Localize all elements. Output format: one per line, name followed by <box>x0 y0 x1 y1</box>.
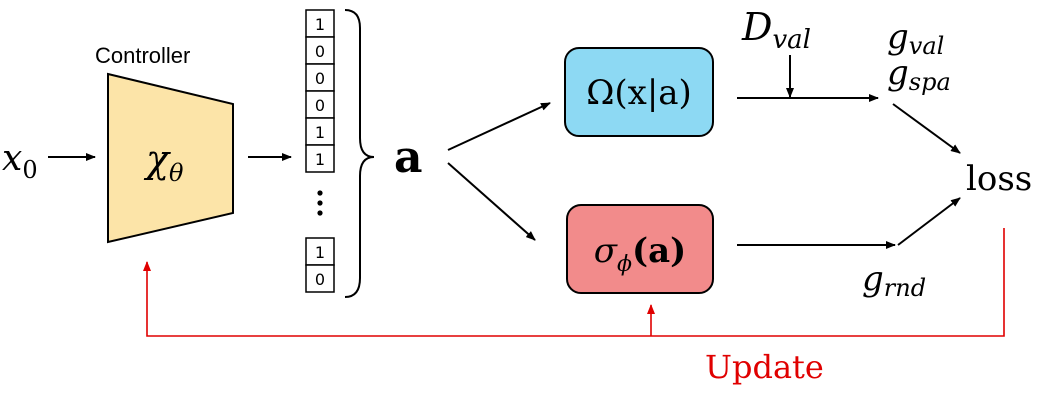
g-rnd-label: grnd <box>862 259 926 302</box>
action-label: a <box>394 132 423 183</box>
action-vector: 1 0 0 0 1 1 1 0 <box>305 9 335 293</box>
omega-label: Ω(x|a) <box>586 73 692 113</box>
update-label: Update <box>705 348 824 386</box>
bit-cell <box>305 264 335 293</box>
sigma-box <box>566 204 714 294</box>
vector-ellipsis-dot <box>317 190 323 196</box>
bit-value: 0 <box>315 96 325 115</box>
bit-cell <box>305 63 335 92</box>
bit-value: 1 <box>315 150 325 169</box>
bit-value: 0 <box>315 42 325 61</box>
arrow-grnd-to-loss <box>897 197 961 246</box>
arrow-to-sigma <box>447 162 536 241</box>
bit-value: 0 <box>315 270 325 289</box>
bit-value: 1 <box>315 123 325 142</box>
arrow-to-omega <box>447 102 551 151</box>
bit-cell <box>305 117 335 146</box>
bit-cell <box>305 36 335 65</box>
bit-cell <box>305 144 335 173</box>
bit-cell <box>305 9 335 38</box>
bit-cell <box>305 237 335 266</box>
dval-label: Dval <box>741 5 811 55</box>
input-label: x0 <box>2 138 38 184</box>
bit-value: 0 <box>315 69 325 88</box>
sigma-label: σϕ(a) <box>594 231 686 277</box>
update-feedback-line <box>143 228 1005 337</box>
g-spa-label: gspa <box>887 53 951 96</box>
vector-ellipsis-dot <box>317 210 323 216</box>
controller-title: Controller <box>95 43 190 68</box>
bit-value: 1 <box>315 243 325 262</box>
controller-trapezoid <box>107 72 234 244</box>
bit-cell <box>305 90 335 119</box>
vector-ellipsis-dot <box>317 200 323 206</box>
bit-value: 1 <box>315 15 325 34</box>
controller-label: χθ <box>143 137 184 187</box>
arrow-gval-to-loss <box>892 103 961 154</box>
omega-box <box>564 47 714 137</box>
loss-label: loss <box>966 159 1032 199</box>
brace <box>344 9 375 298</box>
g-val-label: gval <box>887 17 944 60</box>
